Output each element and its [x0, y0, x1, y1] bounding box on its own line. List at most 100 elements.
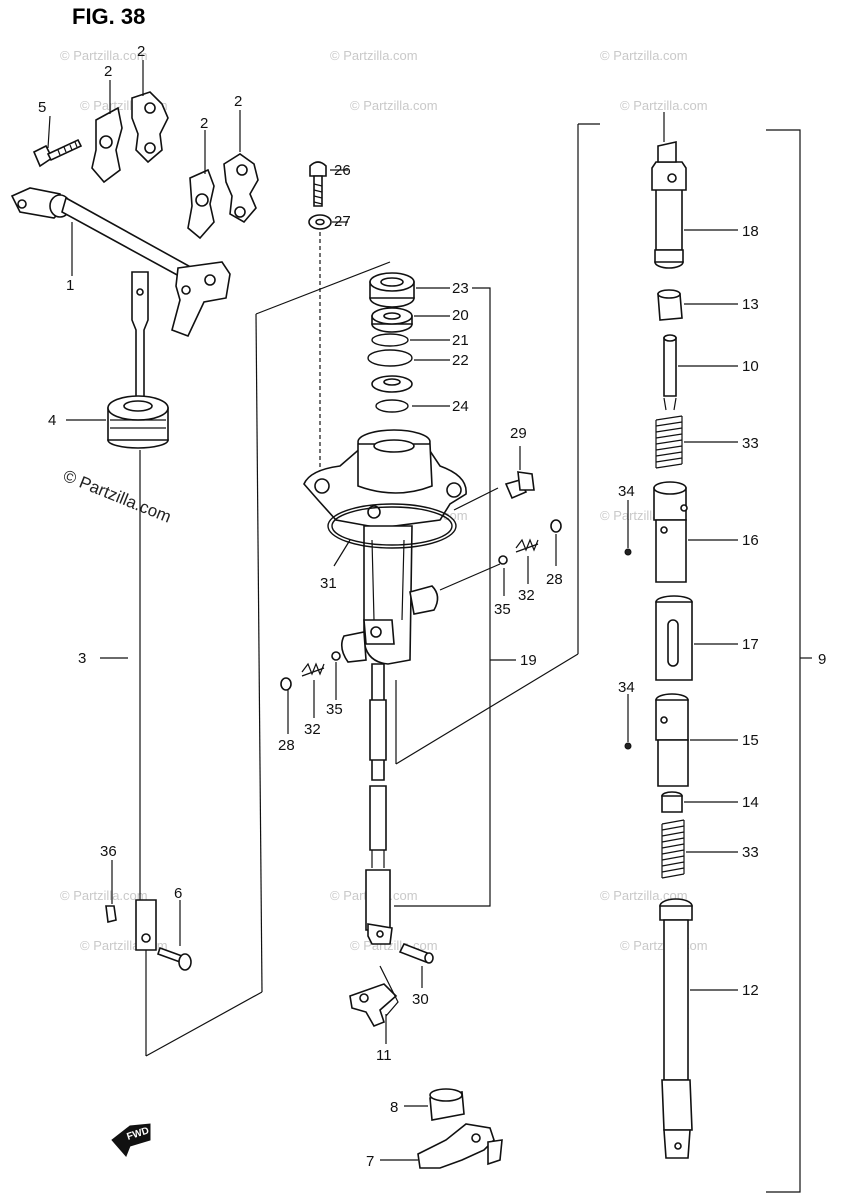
nut-part-13 [657, 289, 683, 321]
shift-cam-part-11 [349, 965, 399, 1028]
ball-part-35-a [498, 555, 508, 565]
clamp-part-7 [417, 1123, 503, 1169]
grommet-part-4 [107, 395, 169, 449]
callout-2: 2 [104, 63, 112, 80]
callout-33: 33 [742, 435, 759, 452]
callout-8: 8 [390, 1099, 398, 1116]
sleeve-part-17 [655, 595, 693, 681]
callout-6: 6 [174, 885, 182, 902]
watermark: © Partzilla.com [350, 98, 438, 113]
enclosure-lines [255, 123, 600, 993]
shift-lever-part-1 [10, 187, 231, 338]
callout-2: 2 [200, 115, 208, 132]
callout-29: 29 [510, 425, 527, 442]
callout-23: 23 [452, 280, 469, 297]
callout-34: 34 [618, 483, 635, 500]
leaders-center [287, 169, 557, 1161]
watermark: © Partzilla.com [330, 48, 418, 63]
callout-10: 10 [742, 358, 759, 375]
ball-part-35-b [331, 651, 341, 661]
callout-3: 3 [78, 650, 86, 667]
rod-part-10 [663, 334, 677, 411]
callout-16: 16 [742, 532, 759, 549]
callout-12: 12 [742, 982, 759, 999]
callout-27: 27 [334, 213, 351, 230]
washer-part-20b [371, 375, 413, 393]
cotter-pin-part-36 [105, 905, 117, 923]
callout-32: 32 [518, 587, 535, 604]
gasket-part-31 [327, 503, 457, 549]
callout-9: 9 [818, 651, 826, 668]
oil-seal-part-23 [369, 272, 415, 308]
callout-7: 7 [366, 1153, 374, 1170]
ball-part-34-a [624, 548, 632, 556]
bolt-part-6 [156, 946, 192, 971]
spring-part-33-top [655, 415, 683, 469]
callout-20: 20 [452, 307, 469, 324]
callout-30: 30 [412, 991, 429, 1008]
spring-part-33-bottom [661, 819, 685, 879]
callout-33: 33 [742, 844, 759, 861]
bracket-clamp-part-2 [91, 91, 259, 240]
callout-34: 34 [618, 679, 635, 696]
shift-rod-center [365, 663, 393, 945]
callout-19: 19 [520, 652, 537, 669]
shift-rod-top-part-18 [651, 141, 687, 269]
shift-rod-part-3 [131, 271, 149, 401]
sleeve-part-16 [653, 481, 688, 583]
ball-part-34-b [624, 742, 632, 750]
watermark: © Partzilla.com [620, 98, 708, 113]
callout-4: 4 [48, 412, 56, 429]
bolt-part-26 [309, 161, 327, 207]
shift-housing-part-19 [303, 429, 467, 665]
watermark-dark: © Partzilla.com [61, 466, 174, 527]
callout-35: 35 [326, 701, 343, 718]
callout-26: 26 [334, 162, 351, 179]
callout-18: 18 [742, 223, 759, 240]
callout-numbers: 2 2 2 2 5 1 4 3 36 6 26 27 23 20 21 22 2… [38, 43, 826, 1170]
o-ring-part-21 [371, 333, 409, 347]
callout-2: 2 [137, 43, 145, 60]
leaders-right [627, 112, 812, 1193]
callout-32: 32 [304, 721, 321, 738]
callout-28: 28 [546, 571, 563, 588]
watermark: © Partzilla.com [60, 48, 148, 63]
callout-22: 22 [452, 352, 469, 369]
callout-17: 17 [742, 636, 759, 653]
cap-part-8 [429, 1088, 465, 1121]
slider-part-15 [655, 693, 689, 787]
spring-part-32-a [515, 538, 539, 553]
callout-1: 1 [66, 277, 74, 294]
callout-31: 31 [320, 575, 337, 592]
watermark: © Partzilla.com [60, 888, 148, 903]
callout-15: 15 [742, 732, 759, 749]
bolt-part-5 [32, 138, 83, 168]
callout-11: 11 [376, 1047, 392, 1064]
callout-2: 2 [234, 93, 242, 110]
plug-part-29 [504, 471, 535, 500]
shift-rod-lower-part-12 [659, 898, 693, 1159]
o-ring-part-22 [367, 349, 413, 367]
callout-35: 35 [494, 601, 511, 618]
forward-arrow: FWD [111, 1123, 151, 1157]
rod-lower-end [135, 899, 157, 951]
callout-28: 28 [278, 737, 295, 754]
nut-part-14 [661, 791, 683, 813]
bushing-part-20 [371, 307, 413, 333]
callout-36: 36 [100, 843, 117, 860]
callout-13: 13 [742, 296, 759, 313]
circlip-part-24 [375, 399, 409, 413]
callout-5: 5 [38, 99, 46, 116]
watermark: © Partzilla.com [600, 48, 688, 63]
spring-part-32-b [301, 662, 325, 677]
washer-part-27 [308, 214, 332, 230]
pin-part-30 [398, 942, 434, 964]
callout-21: 21 [452, 332, 469, 349]
leaders-left [47, 60, 263, 1057]
watermark: © Partzilla.com [350, 938, 438, 953]
callout-14: 14 [742, 794, 759, 811]
callout-24: 24 [452, 398, 469, 415]
watermark: © Partzilla.com [600, 888, 688, 903]
figure-title: FIG. 38 [72, 4, 145, 29]
